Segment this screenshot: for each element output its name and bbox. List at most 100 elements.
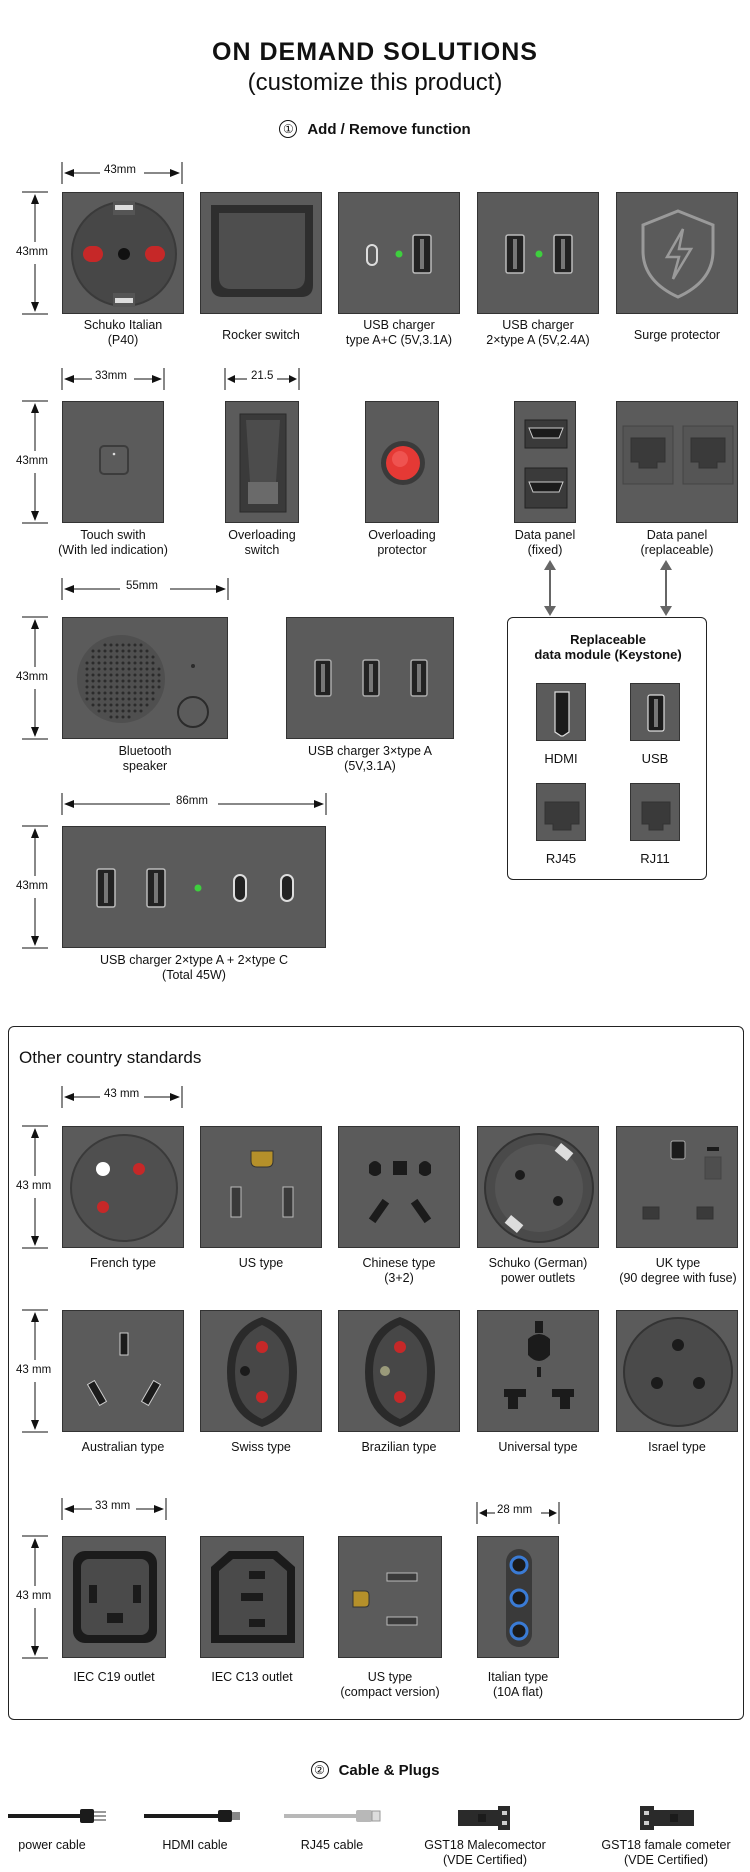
italian-type-module — [477, 1536, 559, 1658]
grille-hole — [115, 709, 119, 713]
usb-2a-2c-module — [62, 826, 326, 948]
grille-hole — [109, 703, 113, 707]
grille-hole — [127, 667, 131, 671]
label-rj45-cable: RJ45 cable — [300, 1838, 364, 1852]
grille-hole — [91, 703, 95, 707]
grille-hole — [121, 691, 125, 695]
height-label: 43mm — [16, 671, 48, 683]
grille-hole — [115, 691, 119, 695]
grille-hole — [151, 655, 155, 659]
grille-hole — [85, 685, 89, 689]
height-dimension-43 — [22, 400, 48, 524]
brazilian-type-module — [338, 1310, 460, 1432]
grille-hole — [85, 667, 89, 671]
grille-hole — [97, 703, 101, 707]
australian-type-module — [62, 1310, 184, 1432]
grille-hole — [127, 703, 131, 707]
lightning-shield-icon — [641, 209, 715, 299]
grille-hole — [121, 643, 125, 647]
israel-socket-icon — [623, 1317, 733, 1427]
grille-hole — [151, 697, 155, 701]
grille-hole — [121, 697, 125, 701]
grille-hole — [127, 679, 131, 683]
grille-hole — [151, 667, 155, 671]
led-indicator-icon — [535, 250, 543, 258]
gst18-male-connector-icon — [458, 1806, 510, 1830]
grille-hole — [151, 691, 155, 695]
width-label: 86mm — [176, 795, 208, 807]
label-touch-switch: Touch swith(With led indication) — [58, 528, 168, 557]
grille-hole — [133, 673, 137, 677]
grille-hole — [121, 661, 125, 665]
width-label: 33mm — [95, 370, 127, 382]
grille-hole — [109, 709, 113, 713]
width-label: 55mm — [126, 580, 158, 592]
swiss-socket-icon — [227, 1317, 297, 1427]
keystone-rj11 — [630, 783, 680, 841]
universal-socket-icon — [504, 1321, 574, 1409]
australian-socket-icon — [86, 1332, 162, 1407]
french-socket-icon — [70, 1134, 178, 1242]
grille-hole — [91, 667, 95, 671]
grille-hole — [127, 685, 131, 689]
keystone-hdmi — [536, 683, 586, 741]
grille-hole — [91, 673, 95, 677]
grille-hole — [109, 685, 113, 689]
width-dimension-21-5 — [224, 368, 300, 390]
grille-hole — [103, 655, 107, 659]
toggle-switch-icon — [239, 413, 287, 513]
grille-hole — [91, 679, 95, 683]
us-socket-icon — [230, 1150, 294, 1218]
grille-hole — [85, 661, 89, 665]
section-number: ② — [310, 1761, 329, 1779]
grille-hole — [133, 661, 137, 665]
us-type-module — [200, 1126, 322, 1248]
width-dimension-33 — [61, 368, 165, 390]
grille-hole — [91, 685, 95, 689]
label-chinese-type: Chinese type(3+2) — [362, 1256, 436, 1285]
height-label: 43mm — [16, 246, 48, 258]
usb-c-port-icon — [366, 244, 378, 266]
grille-hole — [145, 661, 149, 665]
grille-hole — [127, 709, 131, 713]
grille-hole — [133, 703, 137, 707]
height-dimension-43 — [22, 1125, 48, 1249]
grille-hole — [85, 679, 89, 683]
grille-hole — [133, 655, 137, 659]
label-surge-protector: Surge protector — [633, 328, 721, 342]
grille-hole — [103, 661, 107, 665]
label-iec-c13: IEC C13 outlet — [211, 1670, 293, 1684]
width-label: 33 mm — [95, 1500, 131, 1512]
width-label: 28 mm — [497, 1504, 533, 1516]
grille-hole — [127, 673, 131, 677]
touch-button-icon — [99, 445, 129, 475]
universal-type-module — [477, 1310, 599, 1432]
grille-hole — [85, 673, 89, 677]
grille-hole — [139, 667, 143, 671]
grille-hole — [151, 679, 155, 683]
usb-a-port-icon — [647, 694, 665, 732]
grille-hole — [139, 655, 143, 659]
grille-hole — [109, 715, 113, 719]
grille-hole — [109, 649, 113, 653]
grille-hole — [127, 643, 131, 647]
width-dimension-55 — [61, 578, 229, 600]
bluetooth-speaker-module — [62, 617, 228, 739]
grille-hole — [103, 679, 107, 683]
grille-hole — [115, 649, 119, 653]
grille-hole — [121, 673, 125, 677]
gst18-female-connector-icon — [640, 1806, 694, 1830]
grille-hole — [97, 685, 101, 689]
grille-hole — [103, 649, 107, 653]
chinese-type-module — [338, 1126, 460, 1248]
grille-hole — [145, 649, 149, 653]
grille-hole — [127, 661, 131, 665]
height-dimension-43 — [22, 191, 48, 315]
label-australian-type: Australian type — [81, 1440, 165, 1454]
grille-hole — [139, 679, 143, 683]
grille-hole — [133, 679, 137, 683]
